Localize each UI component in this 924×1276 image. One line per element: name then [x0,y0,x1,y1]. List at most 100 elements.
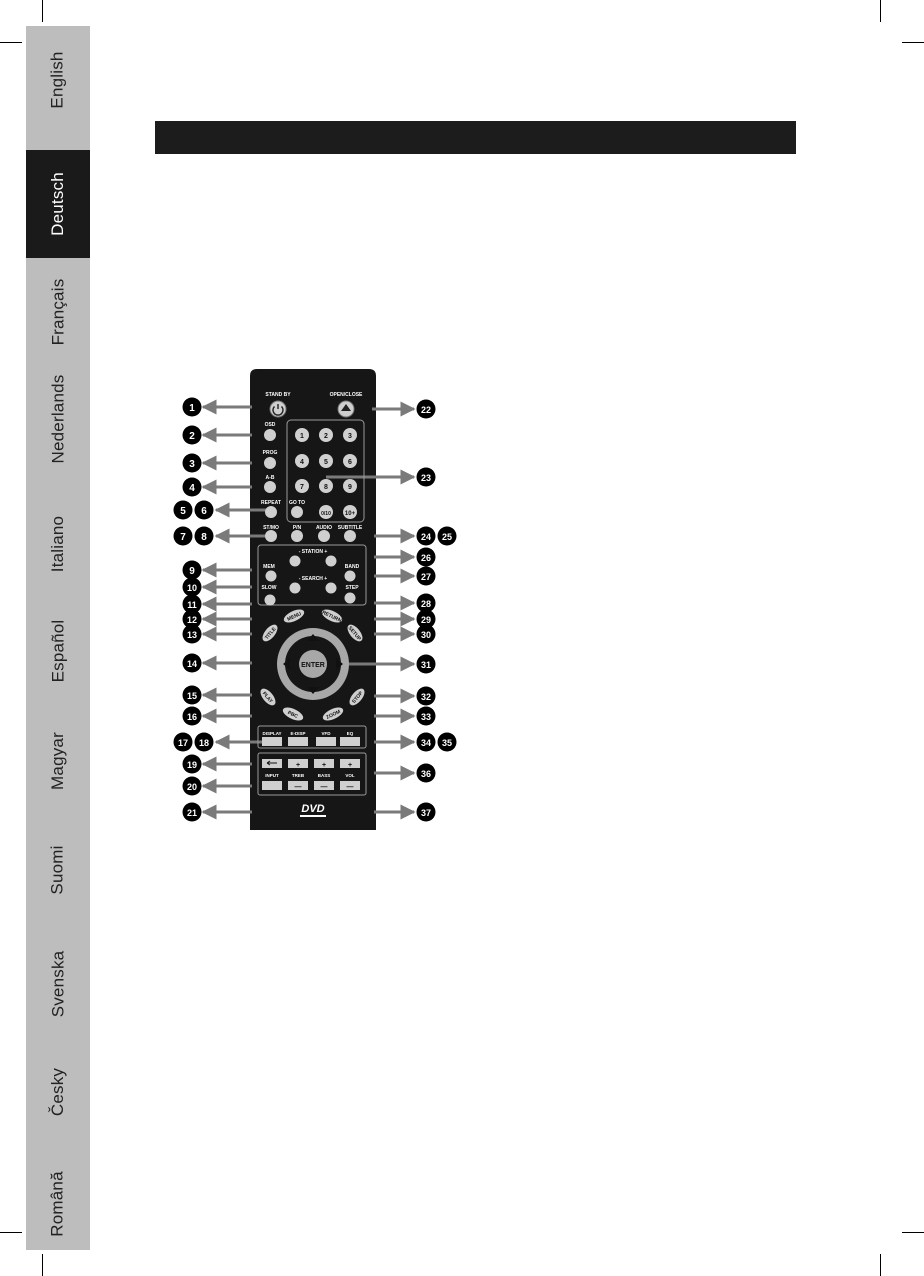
osd-button[interactable] [264,429,276,441]
dvd-logo-underline [300,815,326,817]
digit-button[interactable] [319,479,333,493]
input-label: INPUT [265,773,279,778]
band-button[interactable] [344,570,356,582]
vol-label: VOL [345,773,355,778]
callout-number: 10 [187,583,197,593]
tuner-panel-frame [257,544,367,606]
callout-badge [182,425,202,445]
callout-badge [416,732,436,752]
callout-badge [182,754,202,774]
pn-button[interactable] [291,530,303,542]
setup-button[interactable] [345,622,366,644]
repeat-label: REPEAT [261,500,281,506]
digit-button[interactable] [319,428,333,442]
callout-badge [416,566,436,586]
mem-label: MEM [263,564,275,570]
digit-button[interactable] [319,505,333,519]
callout-number: 5 [180,506,186,517]
audio-label: AUDIO [316,525,332,531]
digit-label: 9 [348,484,352,491]
enter-button[interactable] [299,650,327,678]
callout-badge [182,624,202,644]
goto-button[interactable] [291,506,303,518]
digit-button[interactable] [295,454,309,468]
callout-number: 12 [187,615,197,625]
digit-button[interactable] [343,428,357,442]
bass-minus-button[interactable] [314,781,334,790]
pbc-button[interactable] [281,705,305,723]
treb-minus-button[interactable] [288,781,308,790]
audio-button[interactable] [318,530,330,542]
digit-button[interactable] [295,479,309,493]
arrow-down-icon[interactable] [307,687,319,694]
callout-number: 24 [421,532,431,542]
digit-label: 10+ [345,511,356,517]
callout-badge [182,776,202,796]
arrow-left-icon[interactable] [283,658,290,670]
stop-button[interactable] [347,686,368,708]
callout-number: 22 [421,405,431,415]
digit-label: 1 [300,433,304,440]
arrow-right-icon[interactable] [336,658,343,670]
prog-button[interactable] [264,457,276,469]
menu-button[interactable] [282,607,306,625]
vol-plus-button[interactable] [340,759,360,768]
callout-badge [182,560,202,580]
open-close-label: OPEN/CLOSE [330,392,363,398]
callout-badge [182,577,202,597]
callout-number: 7 [180,532,186,543]
search-minus-button[interactable] [289,582,301,594]
callout-number: 2 [189,431,195,442]
digit-label: 8 [324,484,328,491]
return-button[interactable] [320,607,344,625]
station-plus-button[interactable] [325,555,337,567]
play-button[interactable] [258,686,279,708]
step-button[interactable] [344,592,356,604]
vfd-button[interactable] [316,737,336,746]
digit-button[interactable] [343,505,357,519]
input-lower-button[interactable] [262,781,282,790]
vol-minus-button[interactable] [340,781,360,790]
leader-lines-left [201,399,268,820]
zoom-label: ZOOM [325,709,341,721]
mem-button[interactable] [265,570,277,582]
callout-number: 4 [189,483,195,494]
arrow-up-icon[interactable] [307,634,319,641]
crop-mark-bl-v [42,1254,43,1276]
digit-button[interactable] [343,454,357,468]
station-minus-button[interactable] [289,555,301,567]
eq-button[interactable] [340,737,360,746]
subtitle-button[interactable] [344,530,356,542]
callout-number: 30 [421,630,431,640]
callout-number: 23 [421,473,431,483]
crop-mark-tr-v [880,0,881,22]
callout-number: 37 [421,808,431,818]
slow-button[interactable] [264,594,276,606]
digit-button[interactable] [343,479,357,493]
treb-plus-button[interactable] [288,759,308,768]
callout-badge [416,686,436,706]
callout-number: 14 [187,659,197,669]
bass-plus-button[interactable] [314,759,334,768]
osd-label: OSD [265,422,276,428]
title-button[interactable] [260,622,281,644]
edisp-button[interactable] [288,737,308,746]
language-tab-deutsch[interactable]: Deutsch [26,150,90,258]
power-icon [272,404,284,416]
callout-badge [182,609,202,629]
callout-badge [194,526,214,546]
stmo-button[interactable] [265,530,277,542]
callout-badge [182,453,202,473]
search-plus-button[interactable] [325,582,337,594]
prog-label: PROG [263,450,278,456]
digit-button[interactable] [319,454,333,468]
display-button[interactable] [262,737,282,746]
ab-button[interactable] [264,481,276,493]
repeat-button[interactable] [265,506,277,518]
digit-button[interactable] [295,428,309,442]
crop-mark-bl-h [0,1232,22,1233]
callout-badge [182,477,202,497]
callout-number: 36 [421,769,431,779]
enter-label: ENTER [301,662,325,669]
zoom-button[interactable] [321,705,345,723]
